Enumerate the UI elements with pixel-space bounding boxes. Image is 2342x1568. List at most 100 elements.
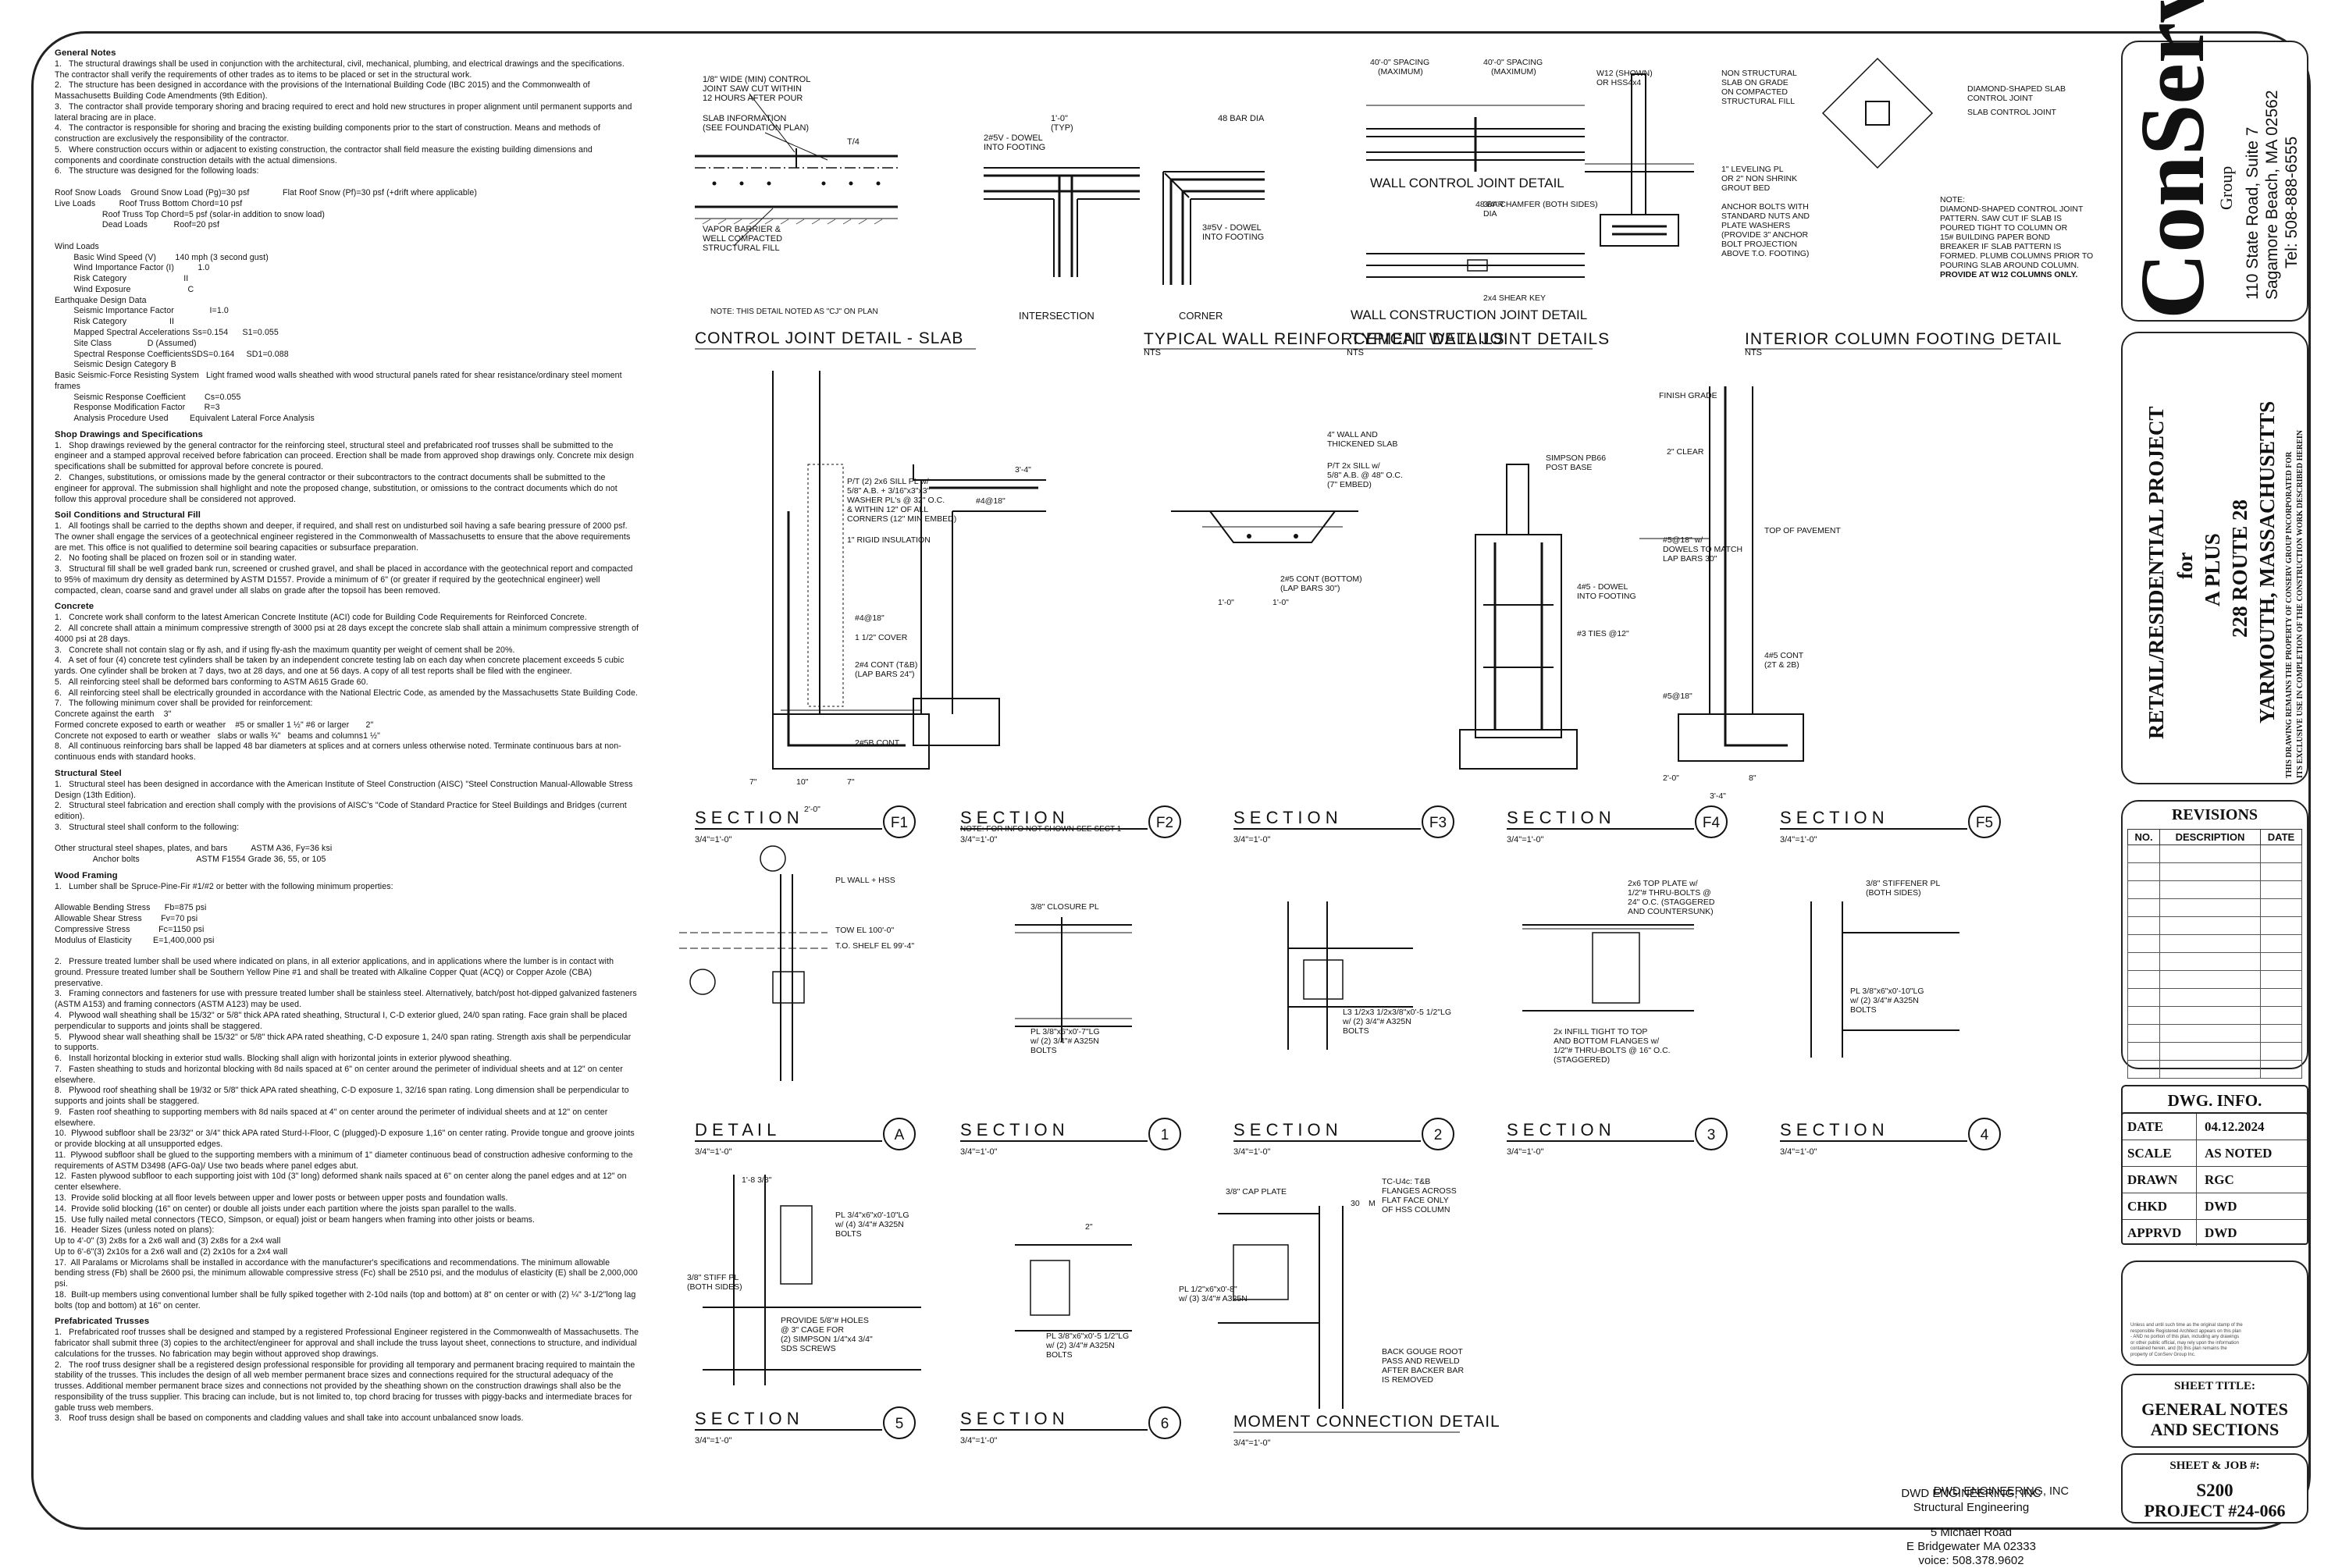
svg-text:CONTROL JOINT: CONTROL JOINT [1967, 94, 2034, 103]
svg-text:(2) SIMPSON 1/4"x4 3/4": (2) SIMPSON 1/4"x4 3/4" [781, 1335, 873, 1344]
svg-text:PROVIDE AT W12 COLUMNS ONLY.: PROVIDE AT W12 COLUMNS ONLY. [1940, 270, 2077, 279]
section-f4-drawing: SIMPSON PB66 POST BASE 4#5 - DOWEL INTO … [1459, 453, 1636, 770]
svg-text:w/ (3) 3/4"# A325N: w/ (3) 3/4"# A325N [1178, 1294, 1248, 1303]
notes-heading: Soil Conditions and Structural Fill [55, 510, 201, 521]
cj-callout-7: VAPOR BARRIER & [703, 225, 781, 234]
revision-row [2127, 862, 2302, 881]
project-box: RETAIL/RESIDENTIAL PROJECT for A PLUS 22… [2121, 332, 2308, 784]
svg-text:1'-0": 1'-0" [1272, 598, 1289, 607]
svg-text:@ 3" CAGE FOR: @ 3" CAGE FOR [781, 1325, 844, 1335]
svg-text:PATTERN. SAW CUT IF SLAB IS: PATTERN. SAW CUT IF SLAB IS [1940, 214, 2062, 223]
svg-text:ABOVE T.O. FOOTING): ABOVE T.O. FOOTING) [1721, 249, 1809, 258]
engineer-address: DWD ENGINEERING, INC Structural Engineer… [1874, 1487, 2069, 1568]
svg-text:& WITHIN 12" OF ALL: & WITHIN 12" OF ALL [847, 505, 928, 514]
notes-body: 1. All footings shall be carried to the … [55, 521, 633, 596]
svg-text:WASHER PL's @ 32" O.C.: WASHER PL's @ 32" O.C. [847, 496, 945, 505]
svg-text:2#5B CONT: 2#5B CONT [855, 738, 900, 748]
svg-text:AND COUNTERSUNK): AND COUNTERSUNK) [1628, 907, 1714, 916]
revision-row [2127, 844, 2302, 863]
section-1-drawing: 3/8" CLOSURE PL PL 3/8"x6"x0'-7"LG w/ (2… [1015, 902, 1132, 1055]
svg-text:DIA: DIA [1483, 209, 1497, 219]
svg-text:DOWELS TO MATCH: DOWELS TO MATCH [1663, 545, 1742, 554]
moment-connection-title: MOMENT CONNECTION DETAIL [1233, 1413, 1500, 1431]
svg-text:STANDARD NUTS AND: STANDARD NUTS AND [1721, 212, 1810, 221]
engineer-block: DWD ENGINEERING, INC [1934, 1485, 2069, 1498]
notes-heading: Concrete [55, 602, 94, 612]
svg-text:24" O.C. (STAGGERED: 24" O.C. (STAGGERED [1628, 898, 1715, 907]
section-scale: 3/4"=1'-0" [1507, 835, 1544, 844]
svg-text:#4@18": #4@18" [976, 496, 1005, 506]
notes-heading: Structural Steel [55, 769, 122, 779]
section-tag: A [895, 1127, 905, 1143]
svg-text:(BOTH SIDES): (BOTH SIDES) [687, 1282, 742, 1292]
section-word: S E C T I O N [1233, 1120, 1338, 1140]
svg-text:NOTE:: NOTE: [1940, 195, 1965, 204]
svg-text:BOLTS: BOLTS [1850, 1005, 1877, 1015]
svg-text:SLAB ON GRADE: SLAB ON GRADE [1721, 78, 1789, 87]
section-word: S E C T I O N [695, 1409, 799, 1428]
svg-text:2" CLEAR: 2" CLEAR [1667, 447, 1704, 457]
svg-text:AFTER BACKER BAR: AFTER BACKER BAR [1382, 1366, 1464, 1375]
dwg-info-value: RGC [2205, 1172, 2234, 1187]
svg-text:8": 8" [1749, 773, 1756, 783]
svg-text:POURED TIGHT TO COLUMN OR: POURED TIGHT TO COLUMN OR [1940, 223, 2068, 233]
svg-text:ON COMPACTED: ON COMPACTED [1721, 87, 1788, 97]
svg-text:(TYP): (TYP) [1051, 123, 1073, 133]
notes-body: 1. Lumber shall be Spruce-Pine-Fir #1/#2… [55, 881, 638, 1310]
svg-text:5/8" A.B. @ 48" O.C.: 5/8" A.B. @ 48" O.C. [1327, 471, 1403, 480]
sheet-title-1: GENERAL NOTES [2141, 1399, 2288, 1419]
svg-text:BACK GOUGE ROOT: BACK GOUGE ROOT [1382, 1347, 1463, 1356]
svg-text:(MAXIMUM): (MAXIMUM) [1491, 67, 1536, 76]
section-tag: 3 [1707, 1127, 1716, 1143]
section-label-f2: S E C T I O N F2 3/4"=1'-0" [960, 805, 1181, 844]
sheet-number-box: SHEET & JOB #: S200 PROJECT #24-066 [2121, 1453, 2308, 1524]
wall-construction-joint: 48 BAR DIA 2x4 SHEAR KEY WALL CONSTRUCTI… [1144, 200, 1609, 357]
section-scale: 3/4"=1'-0" [960, 1147, 998, 1157]
svg-text:7": 7" [749, 777, 757, 787]
svg-text:NTS: NTS [1144, 348, 1161, 357]
svg-text:2x6 TOP PLATE w/: 2x6 TOP PLATE w/ [1628, 879, 1698, 888]
cj-callout-2: JOINT SAW CUT WITHIN [703, 84, 802, 94]
section-scale: 3/4"=1'-0" [960, 835, 998, 844]
section-word: S E C T I O N [960, 808, 1065, 827]
svg-text:FORMED. PLUMB COLUMNS PRIOR T: FORMED. PLUMB COLUMNS PRIOR TO [1940, 251, 2093, 261]
svg-text:DIAMOND-SHAPED SLAB: DIAMOND-SHAPED SLAB [1967, 84, 2066, 94]
section-scale: 3/4"=1'-0" [1780, 835, 1817, 844]
svg-text:w/ (2) 3/4"# A325N: w/ (2) 3/4"# A325N [1045, 1341, 1115, 1350]
notes-heading: General Notes [55, 48, 116, 58]
svg-text:BOLTS: BOLTS [835, 1229, 862, 1239]
revision-row [2127, 916, 2302, 935]
cj-callout-4: SLAB INFORMATION [703, 114, 786, 123]
svg-text:#3 TIES @12": #3 TIES @12" [1577, 629, 1629, 638]
dwg-info-label: DRAWN [2123, 1167, 2197, 1193]
svg-text:OR 2" NON SHRINK: OR 2" NON SHRINK [1721, 174, 1797, 183]
cj-callout-9: STRUCTURAL FILL [703, 244, 780, 253]
svg-text:2": 2" [1085, 1222, 1093, 1232]
section-f1-drawing: P/T (2) 2x6 SILL PL w/ 5/8" A.B. + 3/16"… [749, 371, 956, 814]
interior-column-footing: W12 (SHOWN) OR HSS4x4 NON STRUCTURAL SLA… [1585, 57, 2093, 357]
svg-text:STRUCTURAL FILL: STRUCTURAL FILL [1721, 97, 1795, 106]
svg-text:(2T & 2B): (2T & 2B) [1764, 660, 1799, 670]
svg-text:PL 3/8"x6"x0'-5 1/2"LG: PL 3/8"x6"x0'-5 1/2"LG [1046, 1332, 1129, 1341]
svg-text:INTO FOOTING: INTO FOOTING [984, 143, 1045, 152]
svg-text:w/ (2) 3/4"# A325N: w/ (2) 3/4"# A325N [1849, 996, 1919, 1005]
svg-text:3/8" CLOSURE PL: 3/8" CLOSURE PL [1030, 902, 1099, 912]
section-6-drawing: 2" PL 3/8"x6"x0'-5 1/2"LG w/ (2) 3/4"# A… [1015, 1222, 1132, 1360]
sheet-number: S200 [2196, 1481, 2233, 1500]
svg-text:M: M [1369, 1199, 1376, 1208]
section-scale: 3/4"=1'-0" [695, 1147, 732, 1157]
svg-text:1 1/2" COVER: 1 1/2" COVER [855, 633, 908, 642]
svg-text:1'-0": 1'-0" [1051, 114, 1068, 123]
section-tag: F2 [1156, 815, 1173, 831]
revision-row [2127, 988, 2302, 1007]
moment-connection-drawing: 3/8" CAP PLATE TC-U4c: T&B FLANGES ACROS… [1178, 1177, 1500, 1448]
cj-callout-1: 1/8" WIDE (MIN) CONTROL [703, 75, 810, 84]
section-word: S E C T I O N [695, 808, 799, 827]
svg-text:PASS AND REWELD: PASS AND REWELD [1382, 1356, 1460, 1366]
